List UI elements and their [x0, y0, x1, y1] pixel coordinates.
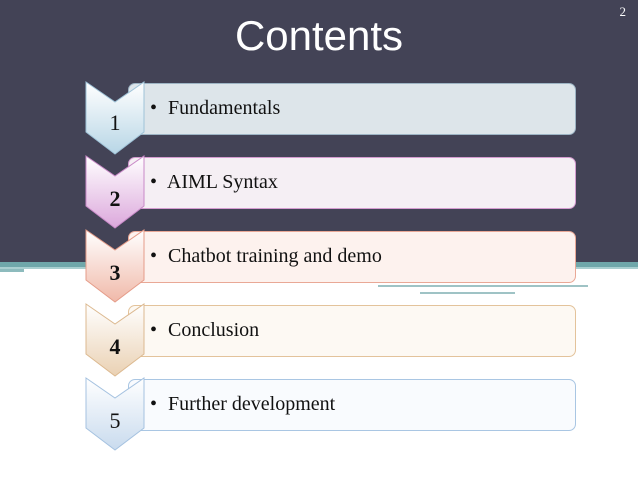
- chevron-shape: [85, 229, 145, 303]
- item-box: [128, 83, 576, 135]
- item-box: [128, 379, 576, 431]
- contents-item[interactable]: • Fundamentals 1: [0, 80, 638, 156]
- item-number: 2: [109, 186, 121, 211]
- bullet: •: [150, 97, 158, 119]
- item-box: [128, 305, 576, 357]
- accent-line: [420, 292, 515, 294]
- chevron-shape: [85, 377, 145, 451]
- chevron-shape: [85, 303, 145, 377]
- item-number: 1: [109, 110, 121, 135]
- bullet: •: [150, 171, 158, 193]
- item-box: [128, 157, 576, 209]
- bullet: •: [150, 319, 158, 341]
- item-box: [128, 231, 576, 283]
- contents-item[interactable]: • Chatbot training and demo 3: [0, 228, 638, 304]
- item-label: • Further development: [150, 393, 335, 416]
- slide-title: Contents: [234, 12, 404, 59]
- chevron-icon: [85, 377, 145, 451]
- contents-item[interactable]: • AIML Syntax 2: [0, 154, 638, 230]
- chevron-icon: [85, 229, 145, 303]
- item-text: Further development: [168, 393, 336, 415]
- chevron-icon: [85, 81, 145, 155]
- chevron-icon: [85, 155, 145, 229]
- bullet: •: [150, 393, 158, 415]
- chevron-icon: [85, 303, 145, 377]
- chevron-shape: [85, 155, 145, 229]
- page-number: 2: [619, 4, 627, 19]
- item-number: 5: [109, 408, 121, 433]
- contents-item[interactable]: • Conclusion 4: [0, 302, 638, 378]
- item-text: Chatbot training and demo: [168, 245, 382, 267]
- item-text: Fundamentals: [168, 97, 281, 119]
- item-number: 3: [109, 260, 121, 285]
- item-text: AIML Syntax: [166, 171, 278, 193]
- item-label: • Fundamentals: [150, 97, 280, 120]
- item-text: Conclusion: [168, 319, 260, 341]
- bullet: •: [150, 245, 158, 267]
- chevron-shape: [85, 81, 145, 155]
- accent-line: [378, 285, 588, 287]
- item-label: • Chatbot training and demo: [150, 245, 382, 268]
- item-number: 4: [109, 334, 121, 359]
- contents-item[interactable]: • Further development 5: [0, 376, 638, 452]
- item-label: • AIML Syntax: [150, 171, 278, 194]
- item-label: • Conclusion: [150, 319, 259, 342]
